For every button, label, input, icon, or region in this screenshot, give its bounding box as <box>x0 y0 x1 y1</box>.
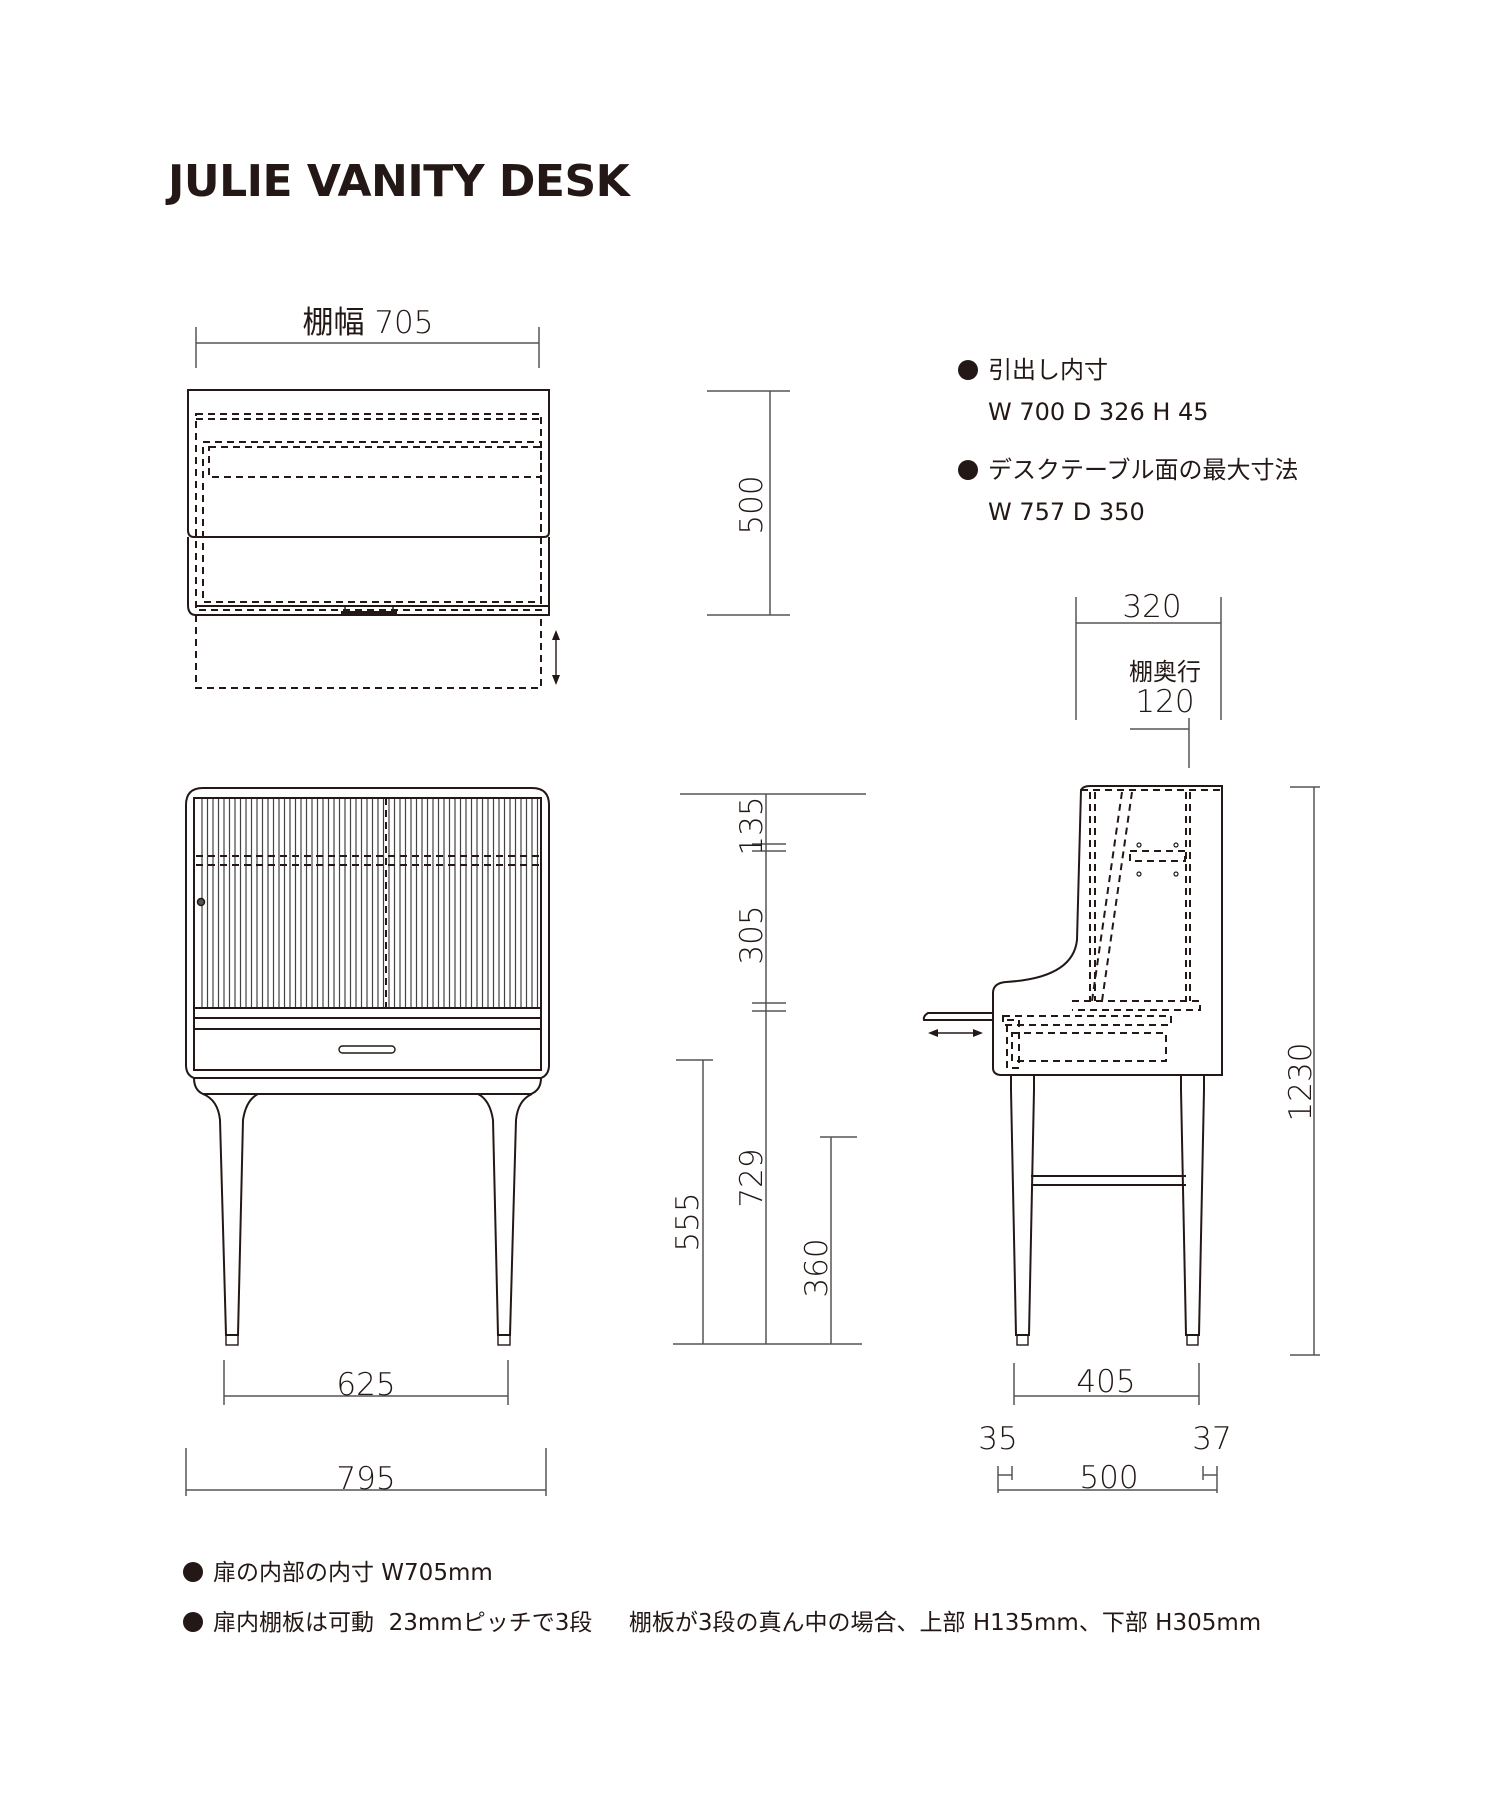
note-item: 扉内棚板は可動 23mmピッチで3段 棚板が3段の真ん中の場合、上部 H135m… <box>213 1610 1261 1636</box>
shelf-width-label: 棚幅 705 <box>302 305 433 341</box>
dim-stretcher-height: 360 <box>799 1238 835 1297</box>
side-leg-span: 405 <box>1076 1364 1135 1400</box>
dim-upper-shelf: 135 <box>734 796 770 855</box>
key-hole-icon <box>196 897 206 907</box>
side-top-depth: 320 <box>1122 589 1181 625</box>
front-offset: 35 <box>978 1421 1017 1457</box>
top-view: 棚幅 705 500 <box>187 305 790 689</box>
back-offset: 37 <box>1192 1421 1231 1457</box>
spec-heading: デスクテーブル面の最大寸法 <box>988 456 1299 484</box>
shelf-depth-value: 120 <box>1135 684 1194 720</box>
spec-list: 引出し内寸 W 700 D 326 H 45 デスクテーブル面の最大寸法 W 7… <box>958 356 1299 526</box>
spec-value: W 757 D 350 <box>988 498 1145 526</box>
front-view: 625 795 <box>185 787 550 1497</box>
front-overall-width: 795 <box>336 1461 395 1497</box>
dim-leg-clearance: 555 <box>670 1192 706 1251</box>
side-view: 320 棚奥行 120 <box>922 589 1320 1496</box>
bullet-icon <box>958 360 978 380</box>
dim-desk-height: 729 <box>734 1148 770 1207</box>
dim-lower-shelf: 305 <box>734 905 770 964</box>
notes: 扉の内部の内寸 W705mm 扉内棚板は可動 23mmピッチで3段 棚板が3段の… <box>183 1560 1261 1636</box>
top-depth-label: 500 <box>734 475 770 534</box>
note-item: 扉の内部の内寸 W705mm <box>213 1560 493 1586</box>
spec-heading: 引出し内寸 <box>988 356 1108 384</box>
side-overall-height: 1230 <box>1283 1043 1319 1122</box>
bullet-icon <box>183 1562 203 1582</box>
bullet-icon <box>958 460 978 480</box>
bullet-icon <box>183 1612 203 1632</box>
shelf-depth-label: 棚奥行 <box>1129 658 1201 686</box>
side-overall-depth: 500 <box>1079 1460 1138 1496</box>
height-dimensions: 135 305 729 555 360 <box>670 793 866 1345</box>
page-title: JULIE VANITY DESK <box>165 156 632 207</box>
front-leg-span: 625 <box>336 1367 395 1403</box>
spec-value: W 700 D 326 H 45 <box>988 398 1209 426</box>
